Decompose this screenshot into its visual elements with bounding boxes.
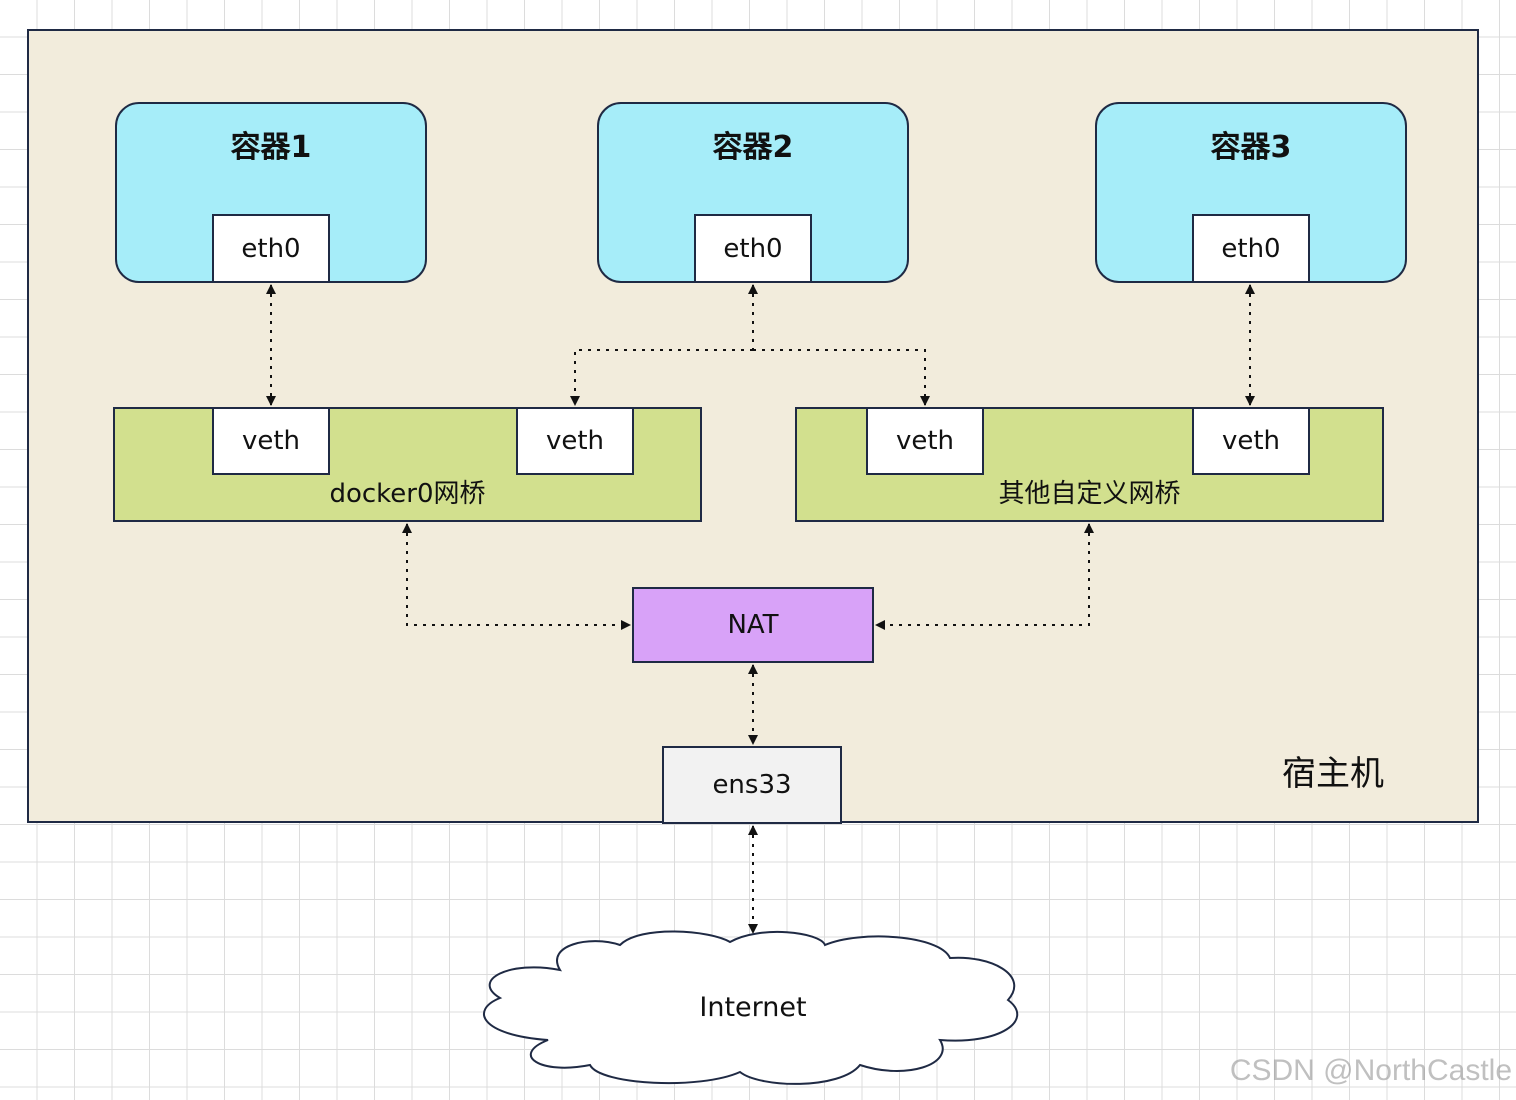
- container-3-eth0: eth0: [1192, 214, 1310, 283]
- container-3-title: 容器3: [1210, 130, 1292, 165]
- internet-cloud: [483, 930, 1019, 1085]
- link-eth0-2-docker0: [570, 349, 753, 406]
- docker0-veth-2: veth: [516, 407, 634, 475]
- watermark: CSDN @NorthCastle: [1229, 1054, 1512, 1087]
- host-label: 宿主机: [1282, 754, 1384, 794]
- custom-bridge-label: 其他自定义网桥: [998, 479, 1181, 509]
- ens33-interface: ens33: [662, 746, 842, 824]
- docker0-veth-1: veth: [212, 407, 330, 475]
- link-eth0-2-custom: [753, 349, 930, 406]
- link-custom-nat: [875, 523, 1094, 630]
- custom-veth-2: veth: [1192, 407, 1310, 475]
- container-2-title: 容器2: [712, 130, 794, 165]
- custom-veth-1: veth: [866, 407, 984, 475]
- nat-box: NAT: [632, 587, 874, 663]
- docker0-bridge-label: docker0网桥: [329, 479, 486, 509]
- link-docker0-nat: [402, 523, 631, 630]
- container-1-eth0: eth0: [212, 214, 330, 283]
- container-2-eth0: eth0: [694, 214, 812, 283]
- container-1-title: 容器1: [230, 130, 312, 165]
- internet-label: Internet: [699, 992, 807, 1023]
